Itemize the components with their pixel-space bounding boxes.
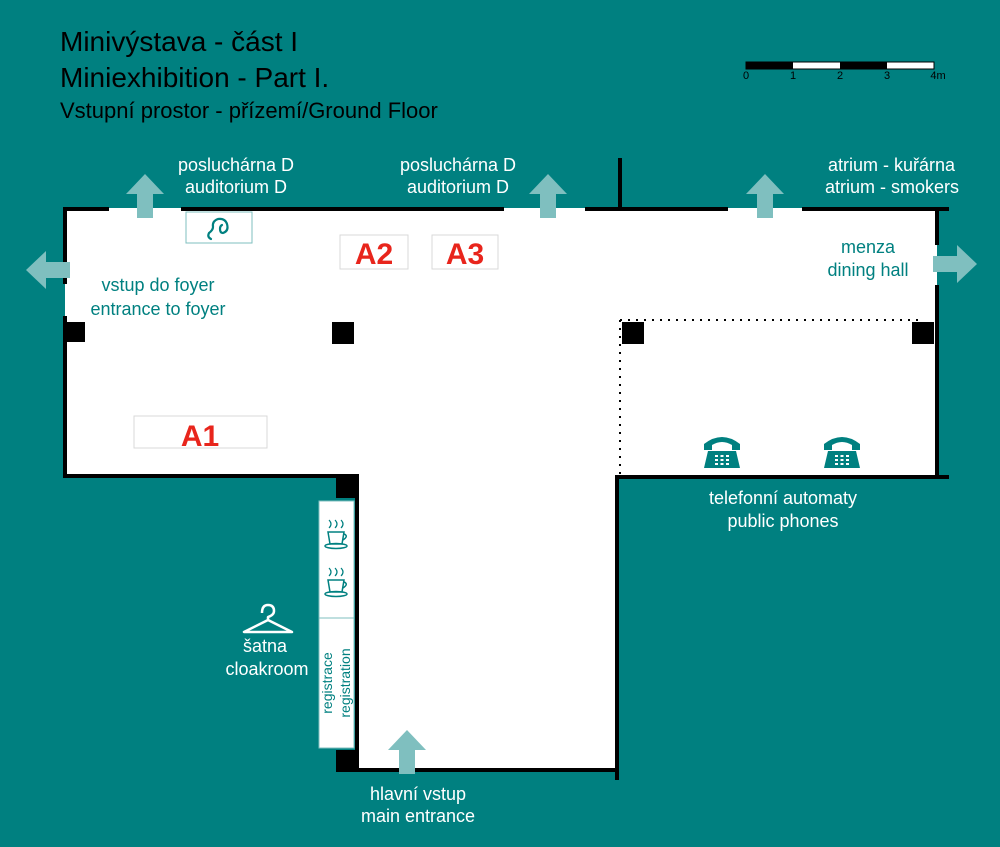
scale-tick-1: 1 xyxy=(790,70,796,82)
auditorium-right-en: auditorium D xyxy=(407,177,509,197)
ear-icon xyxy=(185,211,253,244)
cloakroom-label-cz: šatna xyxy=(243,636,288,656)
columns xyxy=(65,322,934,772)
exhibit-label-a3: A3 xyxy=(446,238,484,271)
phones-label-en: public phones xyxy=(727,511,838,531)
scale-tick-4: 4m xyxy=(930,70,945,82)
auditorium-left-cz: posluchárna D xyxy=(178,155,294,175)
column xyxy=(336,476,358,498)
column xyxy=(912,322,934,344)
scale-bar: 0 1 2 3 4m xyxy=(743,61,946,82)
cloakroom-label-en: cloakroom xyxy=(225,659,308,679)
dining-label-en: dining hall xyxy=(827,260,908,280)
exhibit-box-a1 xyxy=(133,415,268,449)
map-title-czech: Minivýstava - část I xyxy=(60,26,298,57)
phones-label-cz: telefonní automaty xyxy=(709,488,857,508)
exhibit-label-a1: A1 xyxy=(181,420,219,453)
registration-label-cz: registrace xyxy=(319,652,335,714)
floor-area xyxy=(65,208,937,770)
coat-hanger-icon xyxy=(242,603,294,634)
registration-desk xyxy=(318,500,355,749)
dining-label-cz: menza xyxy=(841,237,896,257)
column xyxy=(65,322,85,342)
column xyxy=(336,750,358,772)
foyer-label-cz: vstup do foyer xyxy=(101,275,214,295)
main-entrance-label-en: main entrance xyxy=(361,806,475,826)
auditorium-right-cz: posluchárna D xyxy=(400,155,516,175)
dotted-partition xyxy=(619,319,920,477)
exhibit-box-a2 xyxy=(339,234,409,270)
atrium-label-cz: atrium - kuřárna xyxy=(828,155,956,175)
atrium-label-en: atrium - smokers xyxy=(825,177,959,197)
map-title-english: Miniexhibition - Part I. xyxy=(60,62,329,93)
map-subtitle: Vstupní prostor - přízemí/Ground Floor xyxy=(60,98,438,123)
auditorium-left-en: auditorium D xyxy=(185,177,287,197)
walls xyxy=(63,158,949,780)
exhibit-label-a2: A2 xyxy=(355,238,393,271)
scale-tick-3: 3 xyxy=(884,70,890,82)
telephone-icon xyxy=(824,437,860,468)
main-entrance-label-cz: hlavní vstup xyxy=(370,784,466,804)
scale-tick-2: 2 xyxy=(837,70,843,82)
telephone-icon xyxy=(704,437,740,468)
registration-label-en: registration xyxy=(337,648,353,717)
column xyxy=(622,322,644,344)
foyer-label-en: entrance to foyer xyxy=(90,299,225,319)
scale-tick-0: 0 xyxy=(743,70,749,82)
arrow-icon xyxy=(933,245,977,283)
column xyxy=(332,322,354,344)
exhibit-box-a3 xyxy=(431,234,499,270)
